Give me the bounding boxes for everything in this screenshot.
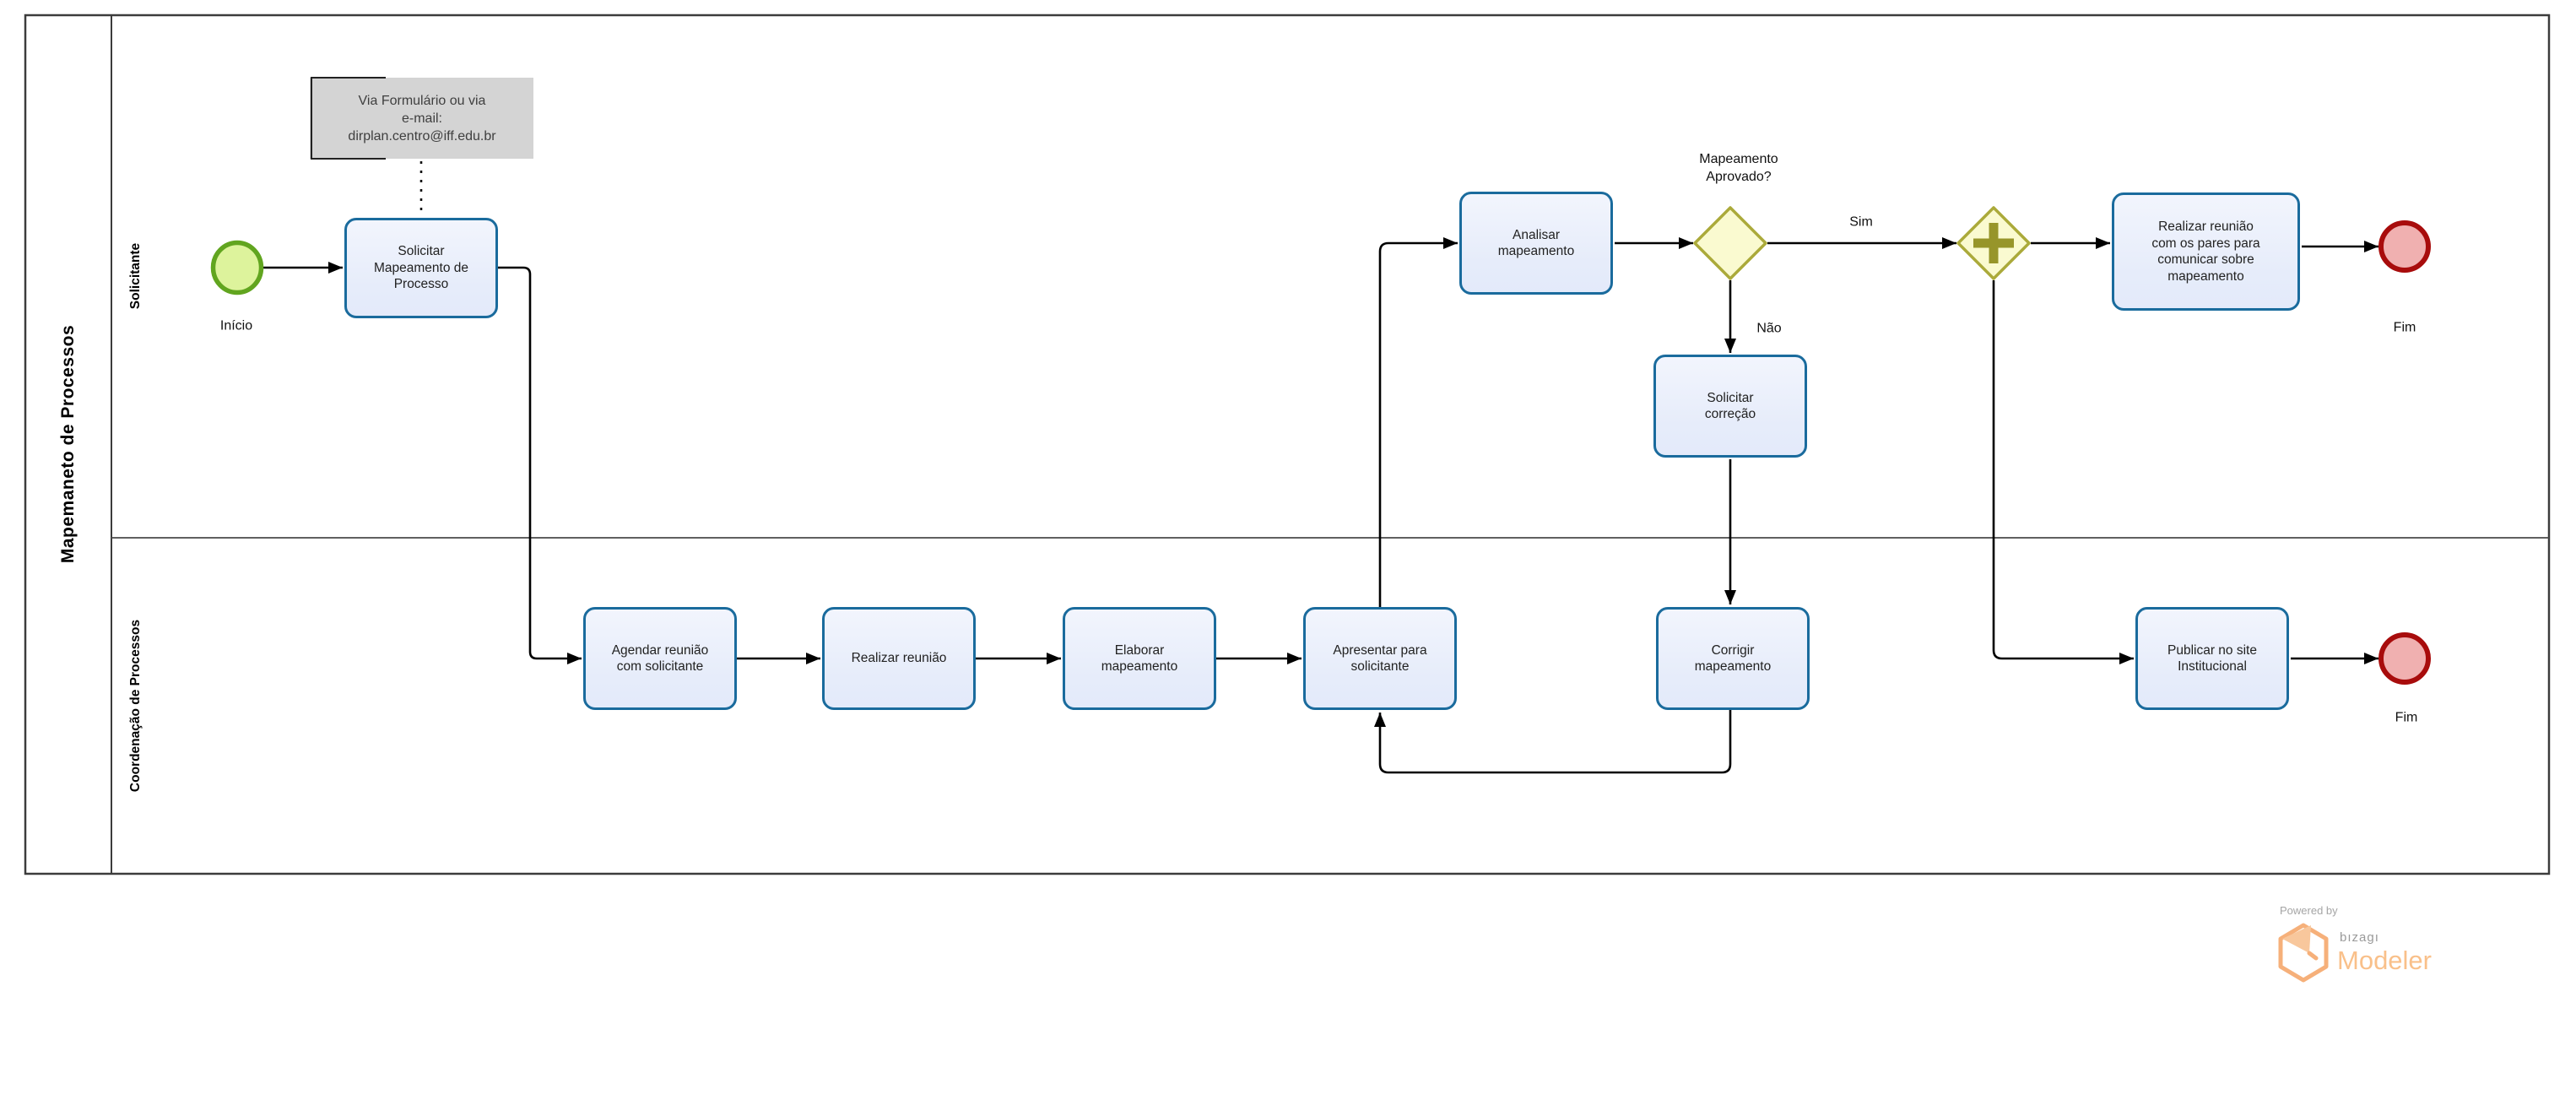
- gateway-yes-label: Sim: [1849, 214, 1873, 230]
- parallel-gateway-plus-icon: [1973, 223, 2014, 263]
- lane-label-coordenacao: Coordenação de Processos: [128, 619, 143, 793]
- task-corrigir-mapeamento: Corrigir mapeamento: [1656, 607, 1810, 710]
- end-event-top: [2378, 220, 2431, 273]
- annotation-bracket: [311, 77, 386, 160]
- task-realizar-reuniao: Realizar reunião: [822, 607, 976, 710]
- task-analisar-mapeamento: Analisar mapeamento: [1459, 192, 1613, 295]
- pool-title: Mapemaneto de Processos: [58, 324, 78, 564]
- bizagi-logo-icon: [2278, 923, 2329, 983]
- flow-solicitar-to-agendar: [498, 266, 582, 664]
- start-event-label: Início: [219, 318, 253, 333]
- task-elaborar-mapeamento: Elaborar mapeamento: [1063, 607, 1216, 710]
- start-event: [210, 240, 264, 295]
- pool-border: [24, 14, 2551, 875]
- flow-parallel-to-publicar: [1992, 280, 2134, 664]
- task-agendar-reuniao: Agendar reunião com solicitante: [583, 607, 737, 710]
- end-event-bottom-label: Fim: [2395, 710, 2418, 725]
- task-solicitar-correcao: Solicitar correção: [1653, 355, 1807, 458]
- task-solicitar-mapeamento: Solicitar Mapeamento de Processo: [344, 218, 498, 318]
- gateway-no-label: Não: [1756, 321, 1782, 336]
- annotation-box: [310, 78, 533, 159]
- annotation-text: Via Formulário ou via e-mail: dirplan.ce…: [348, 93, 496, 144]
- exclusive-gateway: [1693, 206, 1767, 280]
- flow-corrigir-to-apresentar-loop: [1374, 710, 1732, 774]
- powered-by-label: Powered by: [2280, 904, 2338, 917]
- end-event-top-label: Fim: [2393, 320, 2416, 335]
- modeler-wordmark: Modeler: [2337, 946, 2432, 975]
- lane-label-solicitante: Solicitante: [128, 242, 143, 310]
- task-apresentar-solicitante: Apresentar para solicitante: [1303, 607, 1457, 710]
- end-event-bottom: [2378, 632, 2431, 685]
- task-publicar-site: Publicar no site Institucional: [2135, 607, 2289, 710]
- gateway-question-label: Mapeamento Aprovado?: [1699, 152, 1778, 184]
- task-realizar-reuniao-pares: Realizar reunião com os pares para comun…: [2112, 192, 2300, 311]
- bizagi-wordmark: bızagı: [2340, 930, 2379, 945]
- flow-apresentar-to-analisar: [1378, 237, 1458, 607]
